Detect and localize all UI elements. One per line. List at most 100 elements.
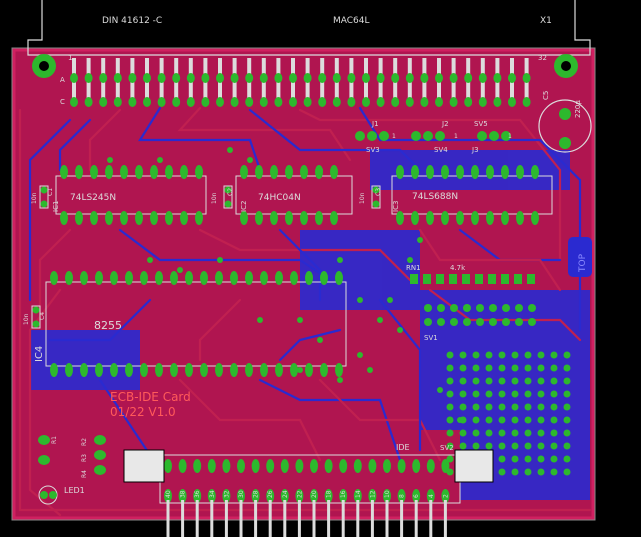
connector-pad	[172, 97, 181, 107]
ide-pad	[251, 489, 260, 503]
grid-pad	[446, 455, 454, 463]
grid-pad	[446, 390, 454, 398]
grid-pad	[459, 416, 467, 424]
led-footprint	[38, 485, 58, 505]
sv1-pad	[502, 304, 510, 312]
ide-lead	[356, 500, 360, 537]
sv1-pad	[476, 318, 484, 326]
ic-outline	[55, 175, 207, 215]
connector-pad	[113, 97, 122, 107]
ide-pin-number: 6	[413, 494, 420, 498]
ic-pad	[120, 165, 128, 179]
ide-pad	[353, 459, 362, 473]
ic-pad	[90, 211, 98, 225]
ide-pin-number: 22	[296, 490, 303, 498]
grid-pad	[446, 468, 454, 476]
trace	[428, 288, 582, 342]
trace	[138, 106, 262, 172]
ic-pad	[335, 363, 343, 377]
ide-pad	[310, 489, 318, 503]
connector-pad	[128, 73, 137, 83]
connector-pad	[493, 73, 502, 83]
ide-pad	[178, 489, 187, 503]
via	[337, 377, 343, 383]
ic-pad	[180, 165, 188, 179]
c2-value-label: 10n	[211, 192, 218, 204]
grid-pad	[550, 416, 558, 424]
sv1-pad	[437, 318, 445, 326]
ide-lead	[268, 500, 272, 537]
ide-pad	[426, 459, 435, 473]
via	[297, 367, 303, 373]
r3-label: R3	[81, 454, 88, 462]
ide-lead	[166, 500, 170, 537]
jumper-pad	[435, 131, 445, 141]
sv1-pad	[528, 318, 536, 326]
connector-pad	[128, 97, 137, 107]
connector-pad	[259, 97, 268, 107]
connector-pad	[362, 97, 370, 107]
connector-pad	[216, 97, 224, 107]
ic-pad	[65, 363, 73, 377]
ic-pad	[285, 211, 293, 225]
ic-pad	[315, 211, 323, 225]
connector-pad	[186, 97, 195, 107]
connector-pad	[493, 97, 502, 107]
ic-pad	[170, 363, 178, 377]
ide-label: IDE	[396, 443, 410, 452]
copper-traces	[18, 106, 592, 517]
connector-pad	[99, 97, 108, 107]
connector-pad	[522, 97, 531, 107]
ide-pad	[280, 489, 289, 503]
ide-lead	[254, 500, 258, 537]
ide-pad	[368, 459, 377, 473]
connector-type-label: DIN 41612 -C	[102, 16, 162, 26]
connector-pad	[464, 97, 473, 107]
ic1-part-label: 74LS245N	[70, 193, 116, 203]
ic-pad	[80, 271, 88, 285]
cap-pad	[40, 200, 48, 208]
connector-pad	[113, 73, 122, 83]
ic-pad	[200, 271, 208, 285]
connector-pad	[230, 97, 239, 107]
grid-pad	[511, 390, 519, 398]
connector-pad	[464, 73, 473, 83]
ic-pad	[140, 271, 148, 285]
trace	[378, 298, 422, 452]
trace	[418, 228, 562, 292]
grid-pad	[563, 364, 571, 372]
cap-pad	[372, 200, 380, 208]
trace	[177, 106, 352, 162]
r2-label: R2	[81, 438, 88, 446]
capacitor-c5	[538, 99, 592, 153]
grid-pad	[446, 377, 454, 385]
grid-pad	[563, 429, 571, 437]
ic-pad	[155, 271, 163, 285]
grid-pad	[498, 390, 506, 398]
sv1-pad	[463, 318, 471, 326]
connector-pad	[186, 73, 195, 83]
cap-pad	[224, 186, 232, 194]
ide-pad	[368, 489, 377, 503]
ic-pad	[105, 211, 113, 225]
ic-pad	[200, 363, 208, 377]
trace	[28, 118, 72, 302]
ide-pad	[251, 459, 260, 473]
jumper-pad	[477, 131, 487, 141]
grid-pad	[524, 390, 532, 398]
ic3-ref-label: IC3	[392, 201, 400, 212]
connector-row-a-label: A	[60, 76, 65, 84]
ide-pad	[193, 489, 202, 503]
ic-pad	[240, 211, 248, 225]
ide-pin-number: 12	[369, 490, 376, 498]
r1-label: R1	[51, 436, 58, 444]
ide-pad	[222, 459, 231, 473]
grid-pad	[524, 403, 532, 411]
connector-pad	[157, 97, 166, 107]
ide-pad	[310, 459, 318, 473]
via	[367, 367, 373, 373]
via	[357, 352, 363, 358]
grid-pad	[472, 442, 480, 450]
rn1-pad	[436, 274, 444, 284]
